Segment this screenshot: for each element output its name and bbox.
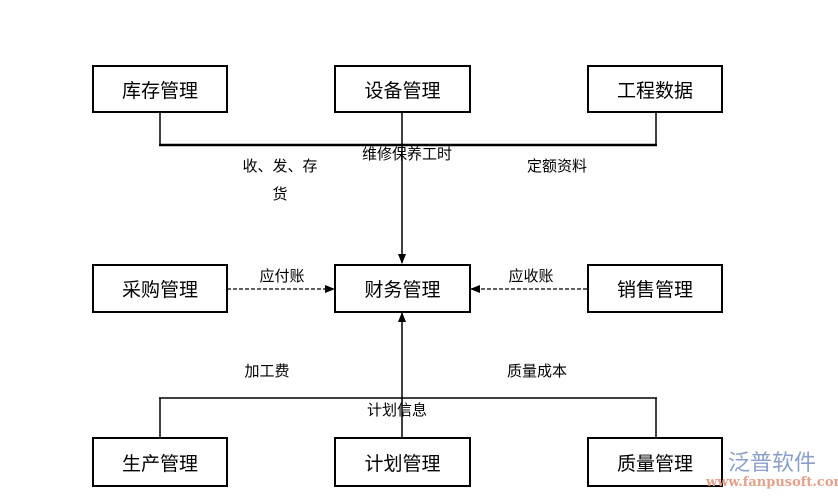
label-inventory-line1: 收、发、存 <box>242 157 318 175</box>
node-equipment: 设备管理 <box>334 65 471 113</box>
node-planning: 计划管理 <box>334 437 471 487</box>
node-engineering: 工程数据 <box>587 65 723 113</box>
node-production: 生产管理 <box>92 437 228 487</box>
node-inventory: 库存管理 <box>92 65 228 113</box>
watermark-name: 泛普软件 <box>728 451 817 476</box>
label-quality: 质量成本 <box>506 362 568 380</box>
node-quality: 质量管理 <box>587 437 723 487</box>
label-engineering: 定额资料 <box>526 157 588 175</box>
label-equipment: 维修保养工时 <box>361 145 453 163</box>
node-finance: 财务管理 <box>334 264 471 313</box>
label-purchasing: 应付账 <box>259 267 305 285</box>
label-planning: 计划信息 <box>366 401 428 419</box>
watermark-url: www.fanpusoft.com <box>706 475 838 490</box>
label-production: 加工费 <box>244 362 290 380</box>
label-inventory-line2: 货 <box>272 185 288 203</box>
bottom-connector <box>159 312 657 437</box>
label-sales: 应收账 <box>508 267 554 285</box>
watermark-logo: 泛普软件 www.fanpusoft.com <box>706 452 838 490</box>
node-sales: 销售管理 <box>587 264 723 313</box>
node-purchasing: 采购管理 <box>92 264 228 313</box>
top-connector <box>159 112 657 264</box>
